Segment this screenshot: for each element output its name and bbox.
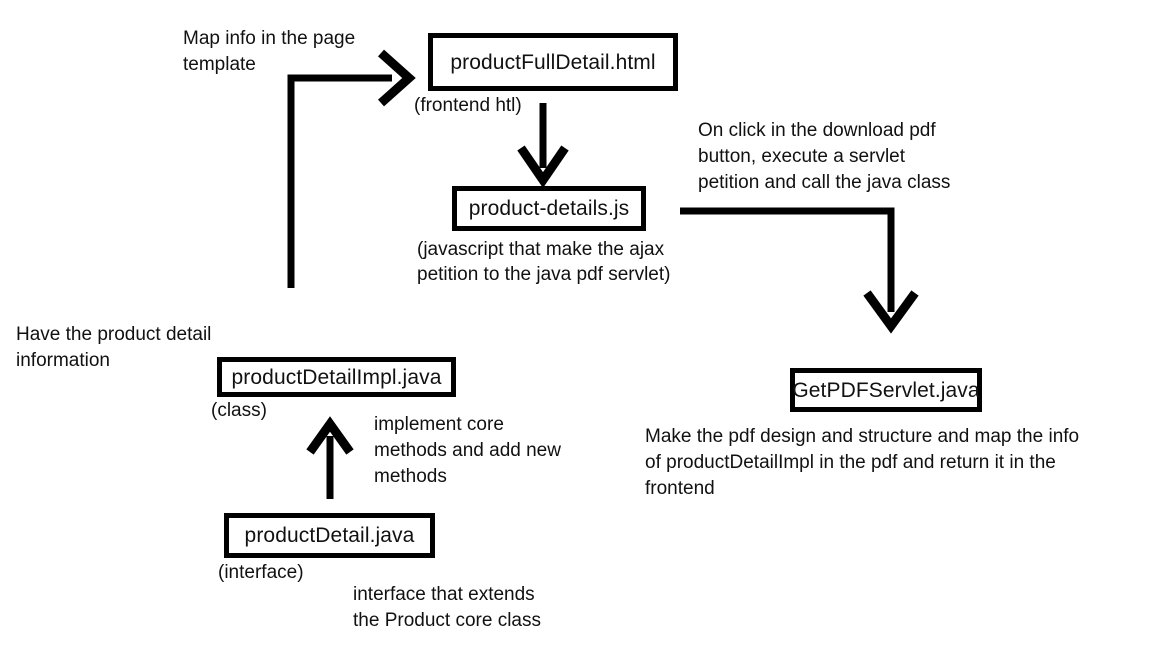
note-on-click-download: On click in the download pdf button, exe… [698, 120, 951, 193]
note-map-info: Map info in the page template [183, 28, 356, 75]
arrow-js-to-servlet [680, 207, 919, 334]
node-label: GetPDFServlet.java [792, 378, 980, 402]
arrow-template-to-html [287, 49, 416, 288]
node-product-detail-impl-java[interactable]: productDetailImpl.java [217, 357, 456, 397]
caption-class: (class) [211, 400, 267, 421]
arrow-html-to-js [517, 103, 569, 188]
node-label: product-details.js [468, 197, 630, 220]
caption-interface: (interface) [218, 562, 304, 583]
caption-javascript-ajax: (javascript that make the ajax petition … [417, 239, 671, 285]
arrow-interface-to-impl [306, 416, 354, 499]
caption-frontend-htl: (frontend htl) [414, 95, 522, 116]
node-product-details-js[interactable]: product-details.js [452, 186, 646, 231]
node-product-full-detail-html[interactable]: productFullDetail.html [428, 33, 678, 91]
node-get-pdf-servlet-java[interactable]: GetPDFServlet.java [790, 368, 982, 412]
node-label: productFullDetail.html [450, 50, 656, 74]
note-make-pdf-design: Make the pdf design and structure and ma… [645, 426, 1080, 499]
note-implement-core-methods: implement core methods and add new metho… [374, 414, 561, 487]
note-interface-extends: interface that extends the Product core … [353, 584, 541, 631]
node-label: productDetailImpl.java [231, 365, 442, 389]
node-product-detail-java[interactable]: productDetail.java [224, 513, 435, 558]
node-label: productDetail.java [244, 524, 415, 547]
note-have-product-detail: Have the product detail information [16, 324, 212, 371]
